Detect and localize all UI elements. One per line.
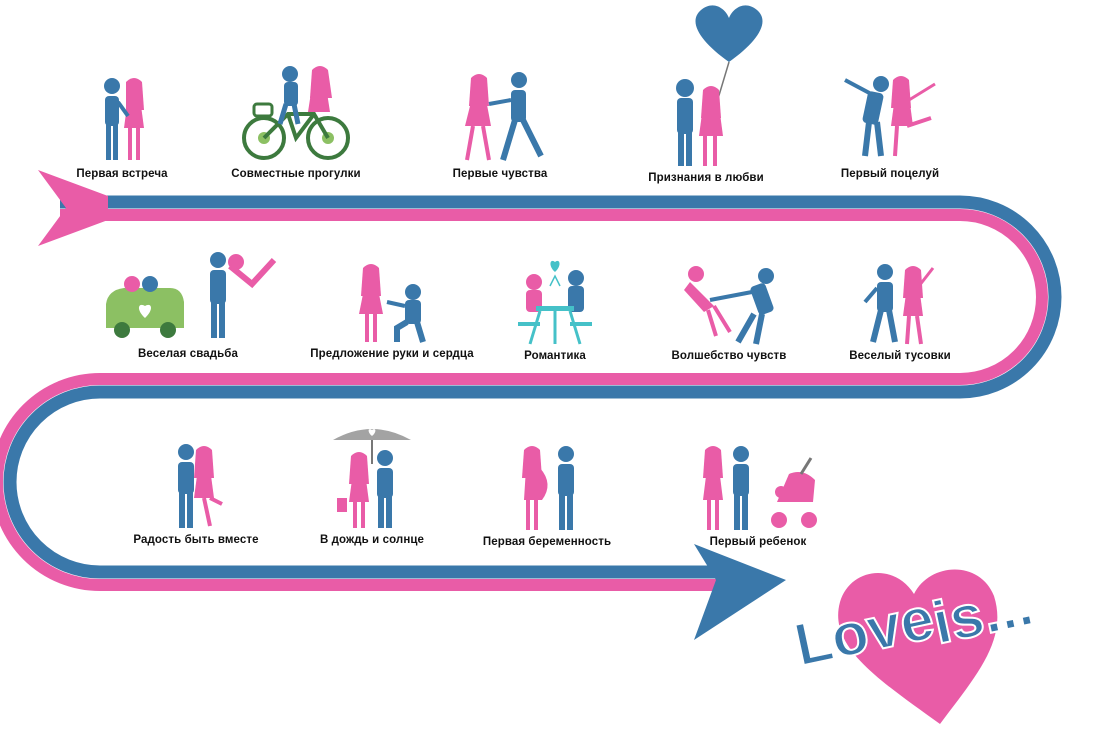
couple-flying-icon (684, 266, 774, 345)
couple-walking-icon (465, 72, 544, 161)
couple-dancing-icon (863, 264, 935, 345)
couple-hugging-icon (178, 444, 223, 528)
stage-label: Веселый тусовки (849, 350, 951, 362)
couple-on-bicycle-icon (242, 66, 350, 160)
stage-romance: Романтика (500, 256, 610, 362)
stage-label: Первая беременность (482, 536, 612, 548)
love-is-logo: Love is... (788, 558, 1080, 743)
stage-label: Романтика (524, 350, 586, 362)
stage-first-feelings: Первые чувства (440, 70, 560, 180)
stage-label: Первый ребенок (709, 536, 807, 548)
stage-label: Первые чувства (452, 168, 548, 180)
stage-walks: Совместные прогулки (226, 64, 366, 180)
stage-wedding: Веселая свадьба (98, 248, 278, 360)
wedding-car-couple-icon (106, 252, 277, 338)
stage-first-kiss: Первый поцелуй (830, 70, 950, 180)
cafe-date-icon (518, 260, 592, 345)
stage-joy-together: Радость быть вместе (133, 440, 259, 546)
couple-with-heart-balloon-icon (676, 5, 763, 166)
stage-first-child: Первый ребенок (688, 444, 828, 548)
stage-label: Радость быть вместе (133, 534, 259, 546)
couple-kissing-icon (844, 76, 936, 157)
pink-heart-icon: Love is... (788, 569, 1040, 724)
stage-proposal: Предложение руки и сердца (306, 262, 478, 360)
stage-rain-and-sun: В дождь и солнце (312, 428, 432, 546)
road-start-tail (38, 170, 108, 246)
stage-magic-feelings: Волшебство чувств (664, 262, 794, 362)
stage-label: Предложение руки и сердца (310, 348, 474, 360)
stage-label: Волшебство чувств (671, 350, 787, 362)
logo-is-text: is... (927, 570, 1039, 656)
stage-label: Совместные прогулки (231, 168, 361, 180)
stage-label: Первая встреча (76, 168, 168, 180)
couple-under-umbrella-icon (333, 429, 411, 528)
road-lane-2-pink (0, 209, 1048, 591)
stage-love-confession: Признания в любви (636, 2, 776, 184)
couple-holding-hands-icon (104, 78, 144, 160)
stage-first-pregnancy: Первая беременность (482, 444, 612, 548)
marriage-proposal-icon (359, 264, 426, 343)
stage-parties: Веселый тусовки (840, 262, 960, 362)
pregnant-couple-icon (522, 446, 574, 530)
stage-label: Веселая свадьба (137, 348, 239, 360)
stage-first-meeting: Первая встреча (62, 76, 182, 180)
road-lane-1-blue (3, 195, 1062, 579)
couple-with-stroller-icon (703, 446, 817, 530)
stage-label: Первый поцелуй (840, 168, 940, 180)
stage-label: В дождь и солнце (319, 534, 425, 546)
stage-label: Признания в любви (648, 172, 764, 184)
road-end-arrowhead (694, 544, 786, 640)
